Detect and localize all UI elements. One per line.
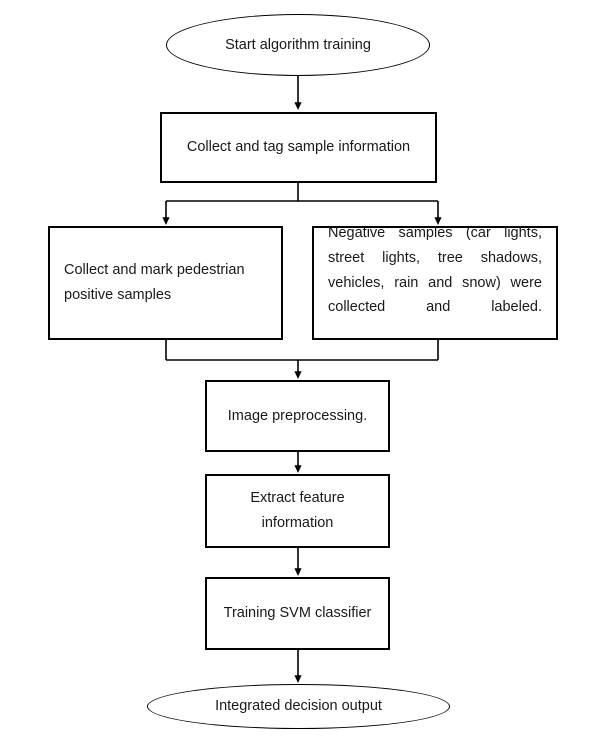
node-collect-and-tag-label: Collect and tag sample information xyxy=(186,139,411,156)
node-train-svm-label: Training SVM classifier xyxy=(223,605,372,622)
node-output[interactable]: Integrated decision output xyxy=(147,684,450,729)
node-extract-feature[interactable]: Extract feature information xyxy=(205,474,390,548)
node-output-label: Integrated decision output xyxy=(215,698,382,715)
node-start-label: Start algorithm training xyxy=(225,36,371,53)
node-collect-and-tag[interactable]: Collect and tag sample information xyxy=(160,112,437,183)
node-positive-samples-label: Collect and mark pedestrian positive sam… xyxy=(64,262,245,303)
node-negative-samples-label: Negative samples (car lights, street lig… xyxy=(328,224,542,316)
node-start[interactable]: Start algorithm training xyxy=(166,14,430,76)
node-extract-feature-label: Extract feature information xyxy=(250,490,345,531)
node-negative-samples[interactable]: Negative samples (car lights, street lig… xyxy=(312,225,558,340)
node-positive-samples[interactable]: Collect and mark pedestrian positive sam… xyxy=(48,226,283,340)
node-image-preprocessing[interactable]: Image preprocessing. xyxy=(205,380,390,452)
node-image-preprocessing-label: Image preprocessing. xyxy=(227,407,368,424)
node-train-svm[interactable]: Training SVM classifier xyxy=(205,577,390,650)
